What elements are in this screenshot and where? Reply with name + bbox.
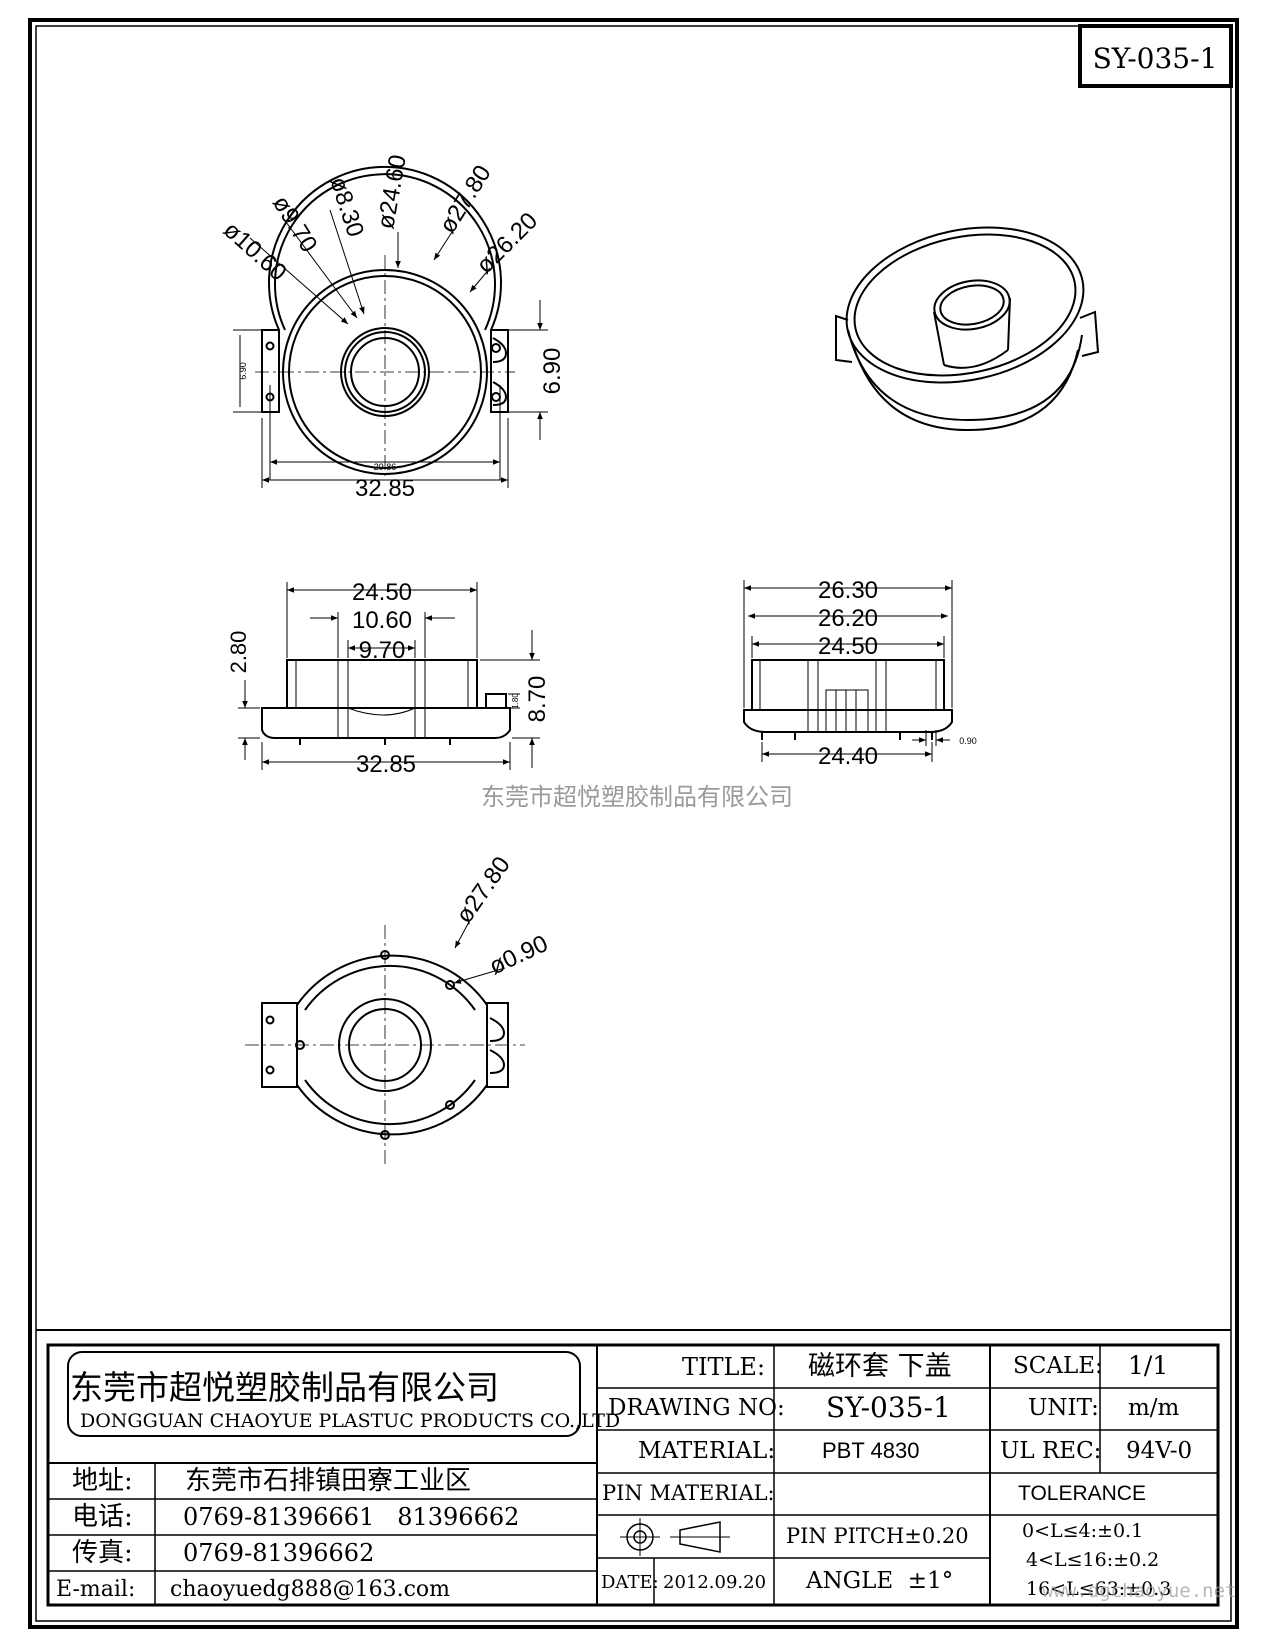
- email-value: chaoyuedg888@163.com: [170, 1577, 451, 1602]
- dim-w1060: 10.60: [352, 607, 412, 634]
- dim-h690-left: 6.90: [238, 362, 248, 380]
- outer-border: [28, 18, 1239, 1629]
- unit-label: UNIT:: [1028, 1395, 1099, 1421]
- email-label: E-mail:: [56, 1577, 136, 1602]
- ul-label: UL REC:: [1000, 1438, 1102, 1464]
- dim-w2630: 26.30: [818, 577, 878, 604]
- dim-w2450-side: 24.50: [818, 633, 878, 660]
- dim-w2440: 24.40: [818, 743, 878, 770]
- drawing-code: SY-035-1: [1093, 42, 1218, 75]
- dim-w2620: 26.20: [818, 605, 878, 632]
- pin-material-label: PIN MATERIAL:: [602, 1481, 775, 1505]
- title-value: 磁环套 下盖: [808, 1351, 952, 1382]
- tolerance-row-3: 16<L≤63:±0.3: [1026, 1578, 1172, 1600]
- phone-value: 0769-81396661 81396662: [183, 1503, 520, 1531]
- phone-label: 电话:: [72, 1502, 133, 1532]
- drawing-no-value: SY-035-1: [826, 1391, 951, 1424]
- title-block: [46, 1343, 1220, 1607]
- date-label: DATE:: [601, 1572, 659, 1593]
- front-view: [261, 659, 511, 745]
- top-view-dims: [233, 209, 548, 488]
- bottom-view-labels: ø27.80 ø0.90: [451, 852, 552, 981]
- isometric-view: [835, 226, 1100, 432]
- company-name-en: DONGGUAN CHAOYUE PLASTUC PRODUCTS CO.,LT…: [80, 1410, 621, 1432]
- dim-h180: 1.80: [511, 693, 520, 709]
- fax-label: 传真:: [72, 1538, 133, 1568]
- material-label: MATERIAL:: [638, 1438, 776, 1464]
- material-value: PBT 4830: [822, 1438, 920, 1463]
- unit-value: m/m: [1128, 1395, 1180, 1421]
- scale-label: SCALE:: [1013, 1353, 1103, 1379]
- date-value: 2012.09.20: [663, 1572, 767, 1593]
- bottom-view: [245, 925, 525, 1165]
- top-view: [255, 165, 515, 480]
- inner-border: [35, 25, 1232, 1622]
- tolerance-row-2: 4<L≤16:±0.2: [1026, 1549, 1160, 1571]
- drawing-no-label: DRAWING NO:: [608, 1395, 785, 1421]
- website-watermark: www.dgchaoyue.net: [1042, 1580, 1237, 1602]
- address-value: 东莞市石排镇田寮工业区: [185, 1466, 472, 1496]
- ul-value: 94V-0: [1126, 1438, 1193, 1464]
- front-view-labels: 24.50 10.60 9.70 2.80 8.70 1.80 32.85: [226, 579, 551, 778]
- side-view-labels: 26.30 26.20 24.50 24.40 0.90: [818, 577, 977, 770]
- dim-w3285-front: 32.85: [356, 751, 416, 778]
- dim-d2780-bottom: ø27.80: [451, 852, 516, 929]
- dim-h870: 8.70: [524, 676, 551, 723]
- dim-w3285: 32.85: [355, 475, 415, 502]
- front-view-dims: [238, 582, 540, 770]
- angle-tolerance: ANGLE ±1°: [806, 1568, 954, 1594]
- title-label: TITLE:: [682, 1353, 766, 1381]
- dim-d090: ø0.90: [485, 930, 552, 980]
- dim-h690-right: 6.90: [539, 348, 566, 395]
- tolerance-label: TOLERANCE: [1018, 1482, 1146, 1505]
- side-view: [743, 659, 953, 740]
- dim-w2986: 29.86: [374, 462, 397, 472]
- address-label: 地址:: [72, 1466, 133, 1496]
- dim-w970: 9.70: [359, 637, 406, 664]
- dim-pin090: 0.90: [959, 736, 977, 746]
- bottom-view-dims: [453, 919, 506, 984]
- drawing-code-box: [1078, 24, 1233, 88]
- fax-value: 0769-81396662: [183, 1539, 375, 1567]
- dim-d830: ø8.30: [324, 174, 369, 241]
- watermark-company: 东莞市超悦塑胶制品有限公司: [481, 783, 793, 811]
- pin-pitch: PIN PITCH±0.20: [786, 1524, 969, 1548]
- company-name-cn: 东莞市超悦塑胶制品有限公司: [70, 1368, 499, 1407]
- scale-value: 1/1: [1128, 1351, 1169, 1380]
- dim-w2450: 24.50: [352, 579, 412, 606]
- dim-h280: 2.80: [226, 631, 251, 674]
- side-view-dims: [743, 580, 953, 762]
- tolerance-row-1: 0<L≤4:±0.1: [1022, 1520, 1144, 1542]
- dim-d2460: ø24.60: [372, 153, 412, 231]
